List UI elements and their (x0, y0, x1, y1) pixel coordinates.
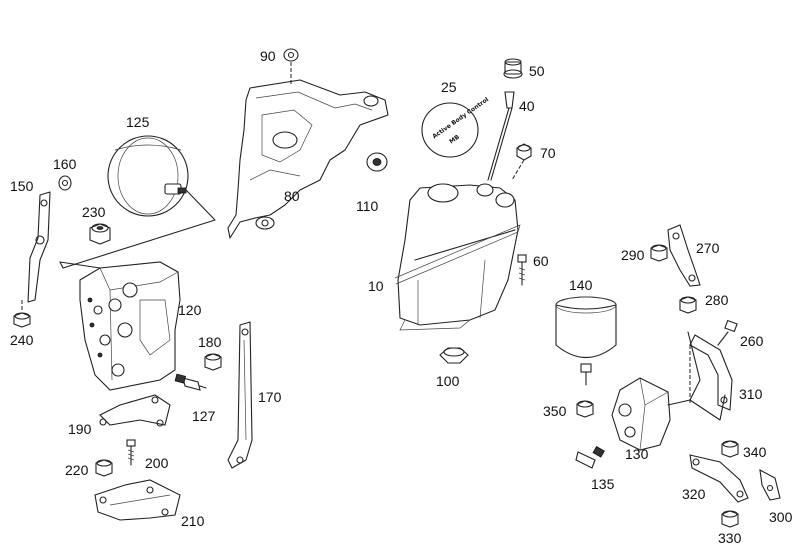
label-135: 135 (591, 476, 615, 492)
label-180: 180 (198, 334, 222, 350)
label-60: 60 (533, 253, 549, 269)
part-60-bolt (517, 254, 527, 286)
part-310-bracket (689, 334, 733, 411)
label-350: 350 (543, 403, 567, 419)
label-280: 280 (705, 292, 729, 308)
label-130: 130 (625, 446, 649, 462)
label-50: 50 (529, 63, 545, 79)
label-125: 125 (126, 114, 150, 130)
part-200-bolt (126, 439, 136, 466)
label-320: 320 (682, 486, 706, 502)
part-40-dipstick (487, 91, 515, 181)
part-70-nut (511, 143, 532, 181)
label-300: 300 (769, 509, 793, 525)
part-280-nut (679, 296, 697, 314)
label-310: 310 (739, 386, 763, 402)
label-160: 160 (53, 156, 77, 172)
part-25-cap: Active Body Control MB (421, 96, 490, 158)
part-150-bracket (21, 191, 51, 312)
part-127-sensor (174, 373, 207, 391)
part-230-nut (89, 223, 111, 245)
part-300-clip (759, 469, 781, 501)
part-90-nut (283, 48, 299, 85)
part-120-valve-block (59, 261, 181, 391)
part-135-sensor (575, 445, 605, 469)
label-40: 40 (519, 98, 535, 114)
label-210: 210 (181, 513, 205, 529)
part-240-nut (13, 312, 31, 328)
label-10: 10 (368, 278, 384, 294)
label-230: 230 (82, 204, 106, 220)
part-130-valve (611, 331, 726, 451)
part-210-bracket (94, 479, 181, 521)
label-127: 127 (192, 408, 216, 424)
label-80: 80 (284, 188, 300, 204)
label-25: 25 (441, 79, 457, 95)
part-290-nut (650, 244, 668, 262)
label-100: 100 (436, 373, 460, 389)
part-140-accumulator (555, 296, 617, 386)
part-110-washer (366, 152, 388, 172)
label-330: 330 (718, 530, 742, 546)
label-140: 140 (569, 277, 593, 293)
part-220-nut (95, 459, 113, 477)
label-340: 340 (743, 444, 767, 460)
label-290: 290 (621, 247, 645, 263)
part-260-bolt (717, 319, 738, 346)
label-120: 120 (178, 302, 202, 318)
part-125-accumulator (59, 135, 216, 269)
part-160-nut (58, 175, 72, 191)
part-330-nut (721, 510, 739, 528)
part-180-nut (204, 353, 222, 371)
part-340-nut (721, 440, 739, 458)
part-190-bracket (99, 394, 171, 427)
part-170-bracket (227, 321, 253, 469)
label-150: 150 (10, 178, 34, 194)
part-100-mount (439, 347, 469, 364)
label-240: 240 (10, 332, 34, 348)
label-270: 270 (696, 240, 720, 256)
part-270-bracket (667, 224, 701, 287)
part-50-cap (503, 58, 523, 79)
part-320-linkage (689, 454, 749, 503)
label-190: 190 (68, 421, 92, 437)
label-110: 110 (356, 198, 379, 214)
part-10-reservoir (394, 183, 521, 331)
label-170: 170 (258, 389, 282, 405)
label-70: 70 (540, 145, 556, 161)
label-220: 220 (65, 462, 89, 478)
part-80-bracket (227, 79, 389, 239)
part-350-nut (576, 400, 594, 418)
label-260: 260 (740, 333, 764, 349)
label-200: 200 (145, 455, 169, 471)
label-90: 90 (260, 48, 276, 64)
